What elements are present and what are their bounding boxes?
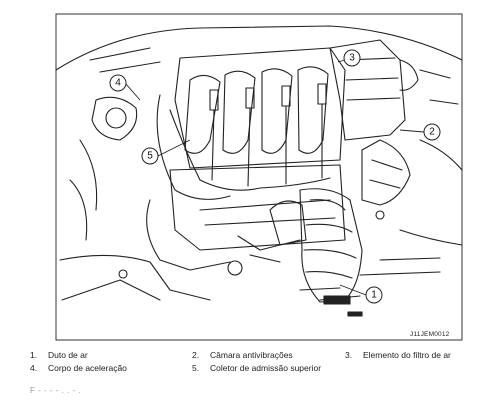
callout-3-circle xyxy=(343,49,361,67)
callout-1-label: 1 xyxy=(371,290,377,301)
callout-3-label: 3 xyxy=(349,53,355,64)
legend-num: 2. xyxy=(192,350,200,360)
legend-num: 4. xyxy=(30,363,38,373)
legend-item-1: 1. Duto de ar xyxy=(30,351,88,360)
callout-2-circle xyxy=(423,123,441,141)
callout-4-label: 4 xyxy=(115,78,121,89)
legend-text: Corpo de aceleração xyxy=(48,363,127,373)
legend-num: 3. xyxy=(345,350,353,360)
legend-item-2: 2. Câmara antivibrações xyxy=(192,351,293,360)
intake-runners xyxy=(174,47,346,169)
legend-text: Coletor de admissão superior xyxy=(210,363,322,373)
callout-2-label: 2 xyxy=(429,127,435,138)
callout-1-circle xyxy=(365,286,383,304)
engine-drawing xyxy=(55,25,463,317)
legend-item-4: 4. Corpo de aceleração xyxy=(30,364,127,373)
legend-item-5: 5. Coletor de admissão superior xyxy=(192,364,321,373)
figure-code: J11JEM0012 xyxy=(410,331,450,338)
legend-num: 1. xyxy=(30,350,38,360)
cut-off-text: F - - - - . . - . xyxy=(30,386,82,395)
legend-text: Duto de ar xyxy=(48,350,88,360)
legend-text: Elemento do filtro de ar xyxy=(363,350,451,360)
callout-5-label: 5 xyxy=(147,151,153,162)
callout-4-circle xyxy=(109,74,127,92)
air-filter-box xyxy=(329,39,419,141)
legend-item-3: 3. Elemento do filtro de ar xyxy=(345,351,451,360)
air-duct xyxy=(269,188,363,303)
legend-text: Câmara antivibrações xyxy=(210,350,293,360)
figure-frame xyxy=(55,13,463,341)
ignition-coils xyxy=(156,83,331,200)
callout-5-circle xyxy=(141,147,159,165)
legend-num: 5. xyxy=(192,363,200,373)
